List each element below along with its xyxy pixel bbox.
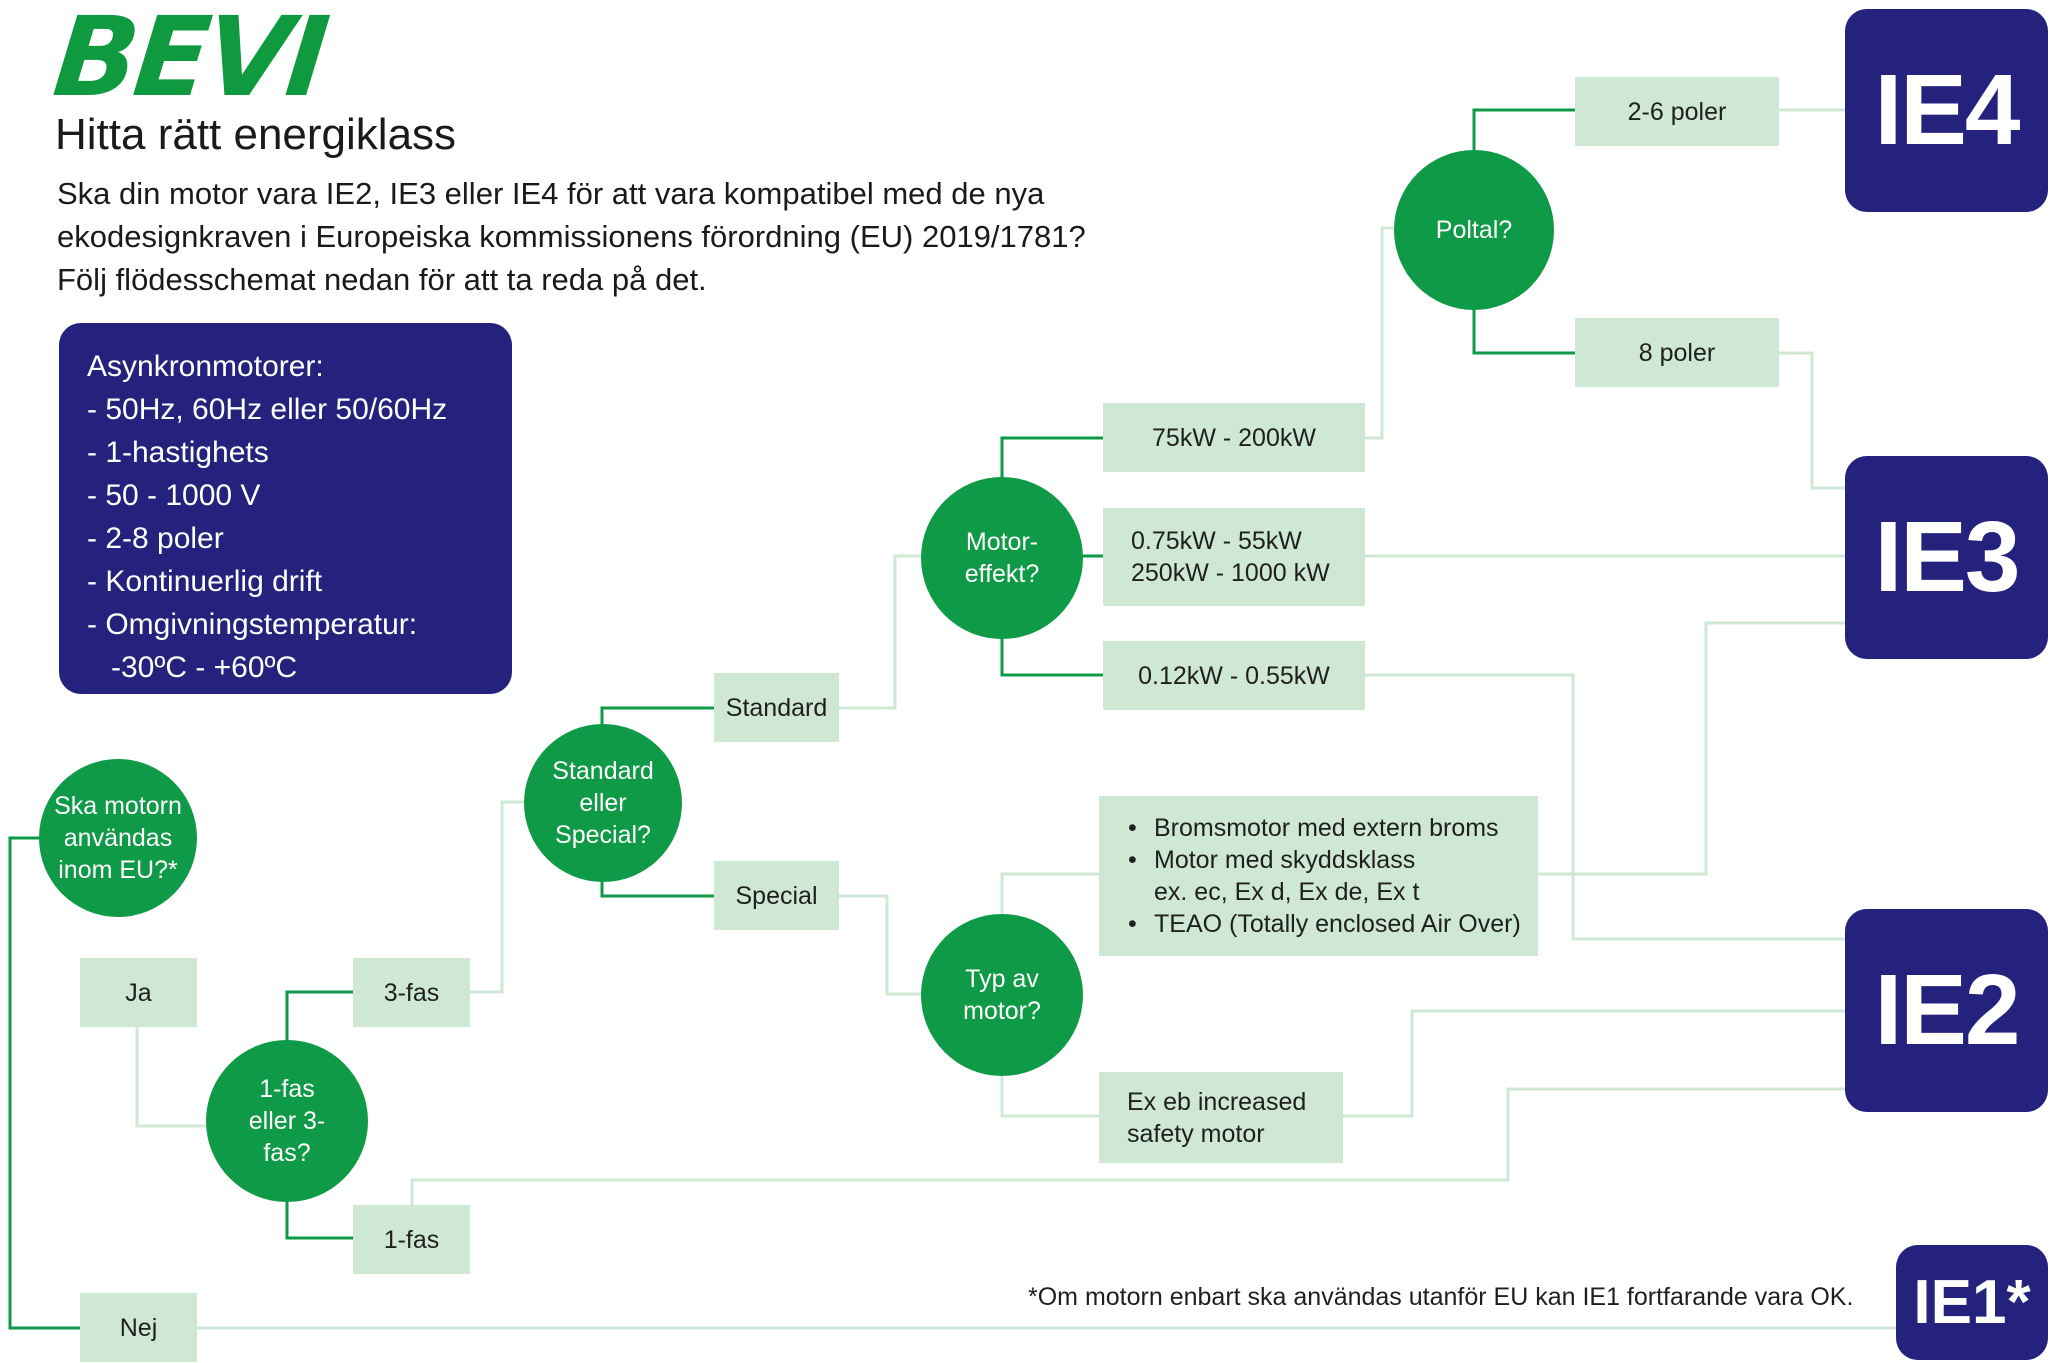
line-ja-to-phase	[135, 1027, 208, 1128]
footnote: *Om motorn enbart ska användas utanför E…	[1028, 1283, 1854, 1311]
line-poles-to-8	[1472, 308, 1575, 355]
line-8-to-ie3	[1779, 351, 1845, 490]
answer-3fas-label: 3-fas	[383, 978, 440, 1007]
answer-special: Special	[714, 861, 839, 930]
special-types-list: Bromsmotor med extern broms Motor med sk…	[1124, 812, 1521, 940]
class-ie1: IE1*	[1896, 1245, 2048, 1360]
answer-ja-label: Ja	[125, 978, 152, 1007]
question-motor-type: Typ av motor?	[921, 914, 1083, 1076]
line-list-to-ie3	[1538, 621, 1845, 876]
answer-standard: Standard	[714, 673, 839, 742]
class-ie4: IE4	[1845, 9, 2048, 212]
answer-power-mid-line: 250kW - 1000 kW	[1131, 559, 1330, 587]
question-motor-power-label: Motor-effekt?	[964, 528, 1040, 588]
line-stdspec-to-standard	[600, 706, 714, 726]
motor-spec-item: -30ºC - +60ºC	[111, 651, 298, 684]
answer-power-low-label: 0.12kW - 0.55kW	[1138, 661, 1330, 690]
motor-spec-heading: Asynkronmotorer:	[87, 350, 324, 383]
intro-line: Ska din motor vara IE2, IE3 eller IE4 fö…	[57, 176, 1045, 211]
motor-spec-item: - Omgivningstemperatur:	[87, 608, 418, 641]
special-types-item: ex. ec, Ex d, Ex de, Ex t	[1154, 878, 1420, 906]
line-poles-to-2-6	[1472, 108, 1575, 150]
line-phase-to-3fas	[285, 990, 353, 1047]
class-ie2-label: IE2	[1874, 954, 2020, 1066]
answer-special-label: Special	[735, 881, 818, 910]
answer-ex-eb-line: Ex eb increased	[1127, 1087, 1307, 1116]
special-types-item: TEAO (Totally enclosed Air Over)	[1124, 908, 1521, 940]
bevi-logo: BEVI	[48, 0, 331, 121]
line-high-to-poles	[1365, 226, 1394, 440]
class-ie1-label: IE1*	[1913, 1268, 2031, 1337]
answer-1fas-label: 1-fas	[383, 1225, 440, 1254]
line-1fas-to-ie2	[410, 1087, 1845, 1205]
intro-line: ekodesignkraven i Europeiska kommissione…	[57, 219, 1086, 254]
intro-line: Följ flödesschemat nedan för att ta reda…	[57, 262, 707, 297]
intro-text: Ska din motor vara IE2, IE3 eller IE4 fö…	[57, 172, 1086, 301]
answer-nej: Nej	[80, 1293, 197, 1362]
answer-3fas: 3-fas	[353, 958, 470, 1027]
question-poles: Poltal?	[1394, 150, 1554, 310]
question-standard-special: Standard eller Special?	[524, 724, 682, 882]
line-special-to-type	[839, 894, 922, 996]
question-motor-power: Motor-effekt?	[921, 477, 1083, 639]
line-stdspec-to-special	[600, 878, 714, 898]
question-motor-type-label: Typ av motor?	[963, 965, 1041, 1025]
class-ie3: IE3	[1845, 456, 2048, 659]
answer-standard-label: Standard	[725, 693, 828, 722]
line-type-to-list	[1000, 872, 1099, 916]
answer-ja: Ja	[80, 958, 197, 1027]
motor-spec-item: - 2-8 poler	[87, 522, 224, 555]
question-eu: Ska motorn användas inom EU?*	[39, 759, 197, 917]
answer-nej-label: Nej	[119, 1313, 158, 1342]
class-ie4-label: IE4	[1874, 54, 2020, 166]
question-phase: 1-fas eller 3-fas?	[206, 1040, 368, 1202]
line-power-to-high	[1000, 436, 1103, 478]
question-eu-label: Ska motorn användas inom EU?*	[54, 792, 182, 884]
line-low-to-ie2	[1365, 673, 1845, 941]
line-type-to-exeb	[1000, 1072, 1099, 1118]
motor-spec-item: - 1-hastighets	[87, 436, 269, 469]
line-exeb-to-ie2	[1343, 1009, 1845, 1118]
answer-poles-8-label: 8 poler	[1638, 338, 1716, 367]
motor-spec-item: - Kontinuerlig drift	[87, 565, 323, 598]
answer-poles-2-6: 2-6 poler	[1575, 77, 1779, 146]
special-types-item: Motor med skyddsklass	[1124, 844, 1521, 876]
line-eu-to-nej	[8, 836, 80, 1330]
motor-spec-item: - 50 - 1000 V	[87, 479, 261, 512]
line-phase-to-1fas	[285, 1195, 353, 1240]
answer-power-high: 75kW - 200kW	[1103, 403, 1365, 472]
answer-power-high-label: 75kW - 200kW	[1152, 423, 1316, 452]
answer-1fas: 1-fas	[353, 1205, 470, 1274]
line-3fas-to-stdspec	[470, 800, 526, 994]
class-ie3-label: IE3	[1874, 501, 2020, 613]
line-power-to-low	[1000, 634, 1103, 677]
special-types-item: Bromsmotor med extern broms	[1124, 812, 1521, 844]
answer-ex-eb-line: safety motor	[1127, 1119, 1265, 1148]
answer-power-low: 0.12kW - 0.55kW	[1103, 641, 1365, 710]
question-poles-label: Poltal?	[1435, 216, 1513, 244]
answer-power-mid-line: 0.75kW - 55kW	[1131, 527, 1302, 555]
motor-spec-item: - 50Hz, 60Hz eller 50/60Hz	[87, 393, 448, 426]
class-ie2: IE2	[1845, 909, 2048, 1112]
answer-special-types: Bromsmotor med extern broms Motor med sk…	[1099, 796, 1538, 956]
question-standard-special-label: Standard eller Special?	[552, 757, 654, 849]
answer-power-mid: 0.75kW - 55kW 250kW - 1000 kW	[1103, 508, 1365, 606]
answer-poles-2-6-label: 2-6 poler	[1627, 97, 1727, 126]
motor-spec-box: Asynkronmotorer: - 50Hz, 60Hz eller 50/6…	[59, 323, 512, 694]
answer-ex-eb: Ex eb increased safety motor	[1099, 1072, 1343, 1163]
page-title: Hitta rätt energiklass	[55, 110, 457, 159]
question-phase-label: 1-fas eller 3-fas?	[248, 1075, 326, 1167]
line-standard-to-power	[839, 554, 922, 710]
answer-poles-8: 8 poler	[1575, 318, 1779, 387]
